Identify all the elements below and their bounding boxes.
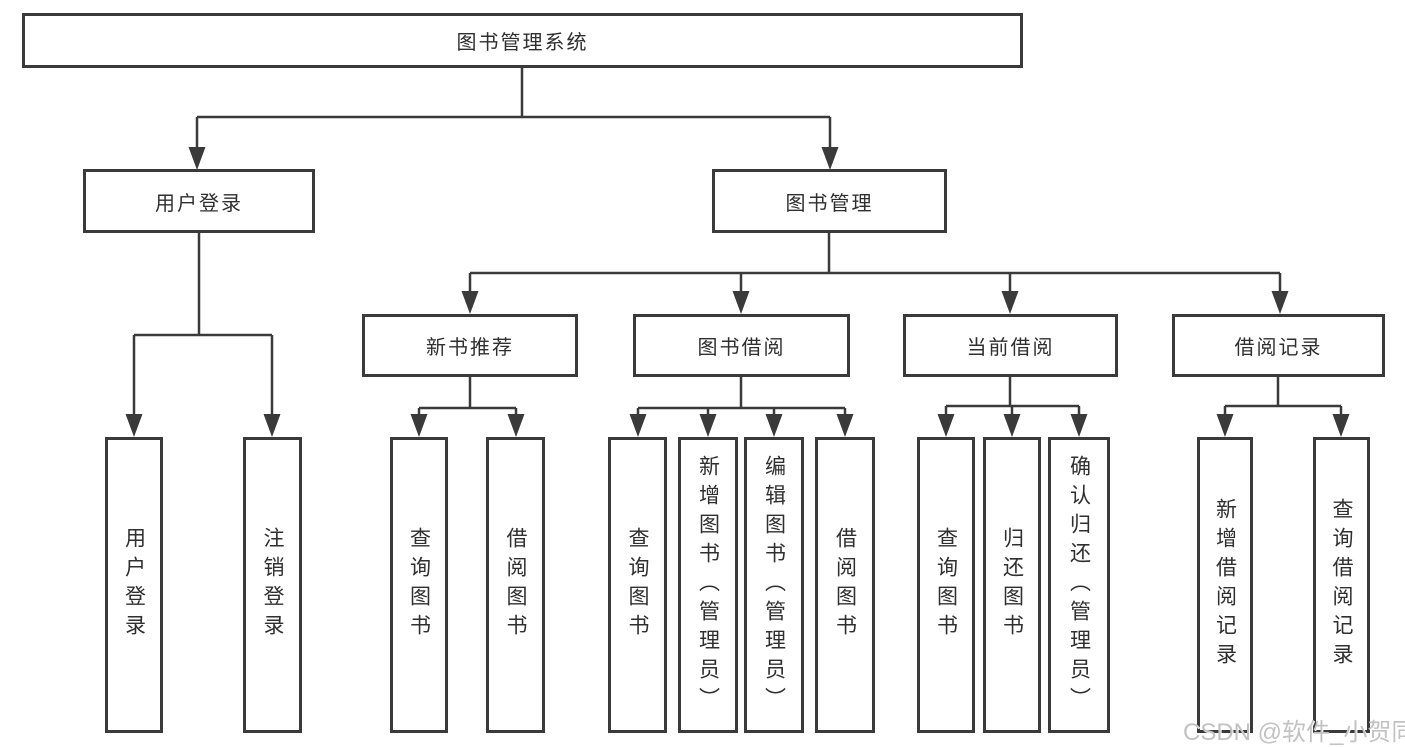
arrowhead bbox=[836, 414, 854, 437]
leaf-label: 注销登录 bbox=[261, 527, 284, 643]
leaf-return-books: 归还图书 bbox=[983, 437, 1041, 733]
node-book-management: 图书管理 bbox=[712, 169, 947, 233]
arrowhead bbox=[263, 414, 281, 437]
arrowhead bbox=[937, 414, 955, 437]
node-user-login: 用户登录 bbox=[83, 169, 315, 233]
arrowhead bbox=[1271, 291, 1289, 314]
leaf-query-books-borrow: 查询图书 bbox=[608, 437, 667, 733]
leaf-user-login: 用户登录 bbox=[105, 437, 163, 733]
arrowhead bbox=[461, 291, 479, 314]
node-new-book-recommendation: 新书推荐 bbox=[362, 314, 578, 377]
leaf-label: 查询图书 bbox=[626, 527, 649, 643]
node-borrowing-records: 借阅记录 bbox=[1172, 314, 1385, 377]
node-label: 借阅记录 bbox=[1234, 337, 1323, 359]
arrowhead bbox=[765, 414, 783, 437]
leaf-confirm-return-admin: 确认归还（管理员） bbox=[1048, 437, 1110, 733]
arrowhead bbox=[1332, 414, 1350, 437]
leaf-query-books-recommend: 查询图书 bbox=[390, 437, 448, 733]
node-label: 新书推荐 bbox=[426, 337, 514, 359]
arrowhead bbox=[699, 414, 717, 437]
node-book-borrowing: 图书借阅 bbox=[633, 314, 850, 377]
leaf-borrow-books: 借阅图书 bbox=[815, 437, 875, 733]
arrowhead bbox=[1001, 291, 1019, 314]
arrowhead bbox=[410, 414, 428, 437]
leaf-query-books-current: 查询图书 bbox=[917, 437, 975, 733]
leaf-query-borrow-record: 查询借阅记录 bbox=[1313, 437, 1370, 733]
leaf-label: 编辑图书（管理员） bbox=[762, 454, 786, 716]
node-label: 图书管理 bbox=[785, 192, 874, 215]
leaf-borrow-books-recommend: 借阅图书 bbox=[486, 437, 545, 733]
leaf-label: 查询图书 bbox=[934, 527, 958, 643]
node-current-borrowing: 当前借阅 bbox=[903, 314, 1118, 377]
node-label: 图书借阅 bbox=[697, 337, 786, 359]
arrowhead bbox=[1216, 414, 1234, 437]
node-label: 当前借阅 bbox=[966, 337, 1055, 359]
node-library-management-system: 图书管理系统 bbox=[22, 13, 1023, 68]
leaf-add-borrow-record: 新增借阅记录 bbox=[1197, 437, 1253, 733]
node-label: 图书管理系统 bbox=[456, 32, 589, 54]
arrowhead bbox=[732, 291, 750, 314]
leaf-label: 用户登录 bbox=[122, 527, 146, 643]
arrowhead bbox=[188, 147, 206, 170]
leaf-edit-books-admin: 编辑图书（管理员） bbox=[744, 437, 804, 733]
leaf-label: 新增图书（管理员） bbox=[696, 454, 720, 716]
arrowhead bbox=[1003, 414, 1021, 437]
leaf-label: 确认归还（管理员） bbox=[1067, 454, 1091, 716]
arrowhead bbox=[1070, 414, 1088, 437]
leaf-label: 借阅图书 bbox=[504, 527, 527, 643]
leaf-logout: 注销登录 bbox=[243, 437, 302, 733]
leaf-add-books-admin: 新增图书（管理员） bbox=[678, 437, 738, 733]
leaf-label: 查询借阅记录 bbox=[1330, 498, 1353, 672]
node-label: 用户登录 bbox=[155, 192, 243, 215]
arrowhead bbox=[125, 414, 143, 437]
leaf-label: 新增借阅记录 bbox=[1213, 498, 1237, 672]
arrowhead bbox=[821, 147, 839, 170]
leaf-label: 查询图书 bbox=[407, 527, 431, 643]
arrowhead bbox=[507, 414, 525, 437]
csdn-watermark: CSDN @软件_小贺同学 bbox=[1183, 719, 1405, 746]
arrowhead bbox=[629, 414, 647, 437]
leaf-label: 借阅图书 bbox=[833, 527, 857, 643]
leaf-label: 归还图书 bbox=[1000, 527, 1024, 643]
